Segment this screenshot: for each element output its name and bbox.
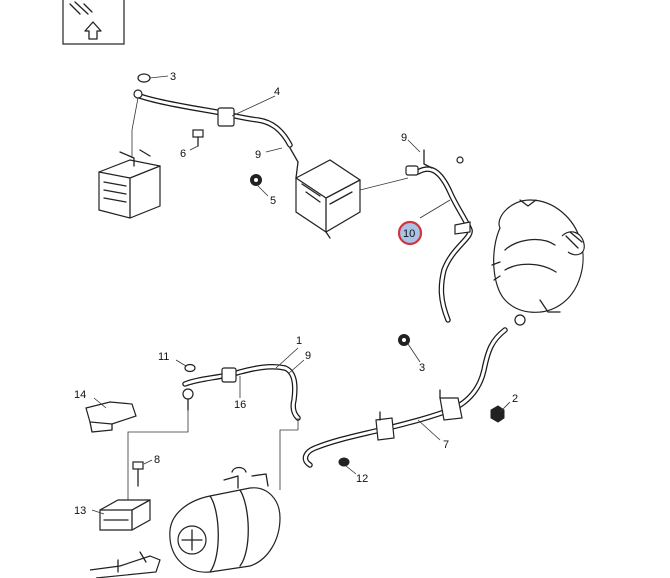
callout-3-middle: 3 bbox=[419, 362, 425, 374]
callout-13: 13 bbox=[74, 505, 86, 517]
orientation-box bbox=[62, 0, 125, 45]
callout-4: 4 bbox=[274, 86, 280, 98]
callout-3-top: 3 bbox=[170, 71, 176, 83]
grommet-5 bbox=[250, 174, 262, 186]
callout-16: 16 bbox=[234, 399, 246, 411]
bolt-6 bbox=[192, 129, 204, 147]
bracket-14 bbox=[85, 401, 137, 433]
callout-7: 7 bbox=[443, 439, 449, 451]
callout-9-lower: 9 bbox=[305, 350, 311, 362]
callout-5: 5 bbox=[270, 195, 276, 207]
callout-9-upper-left: 9 bbox=[255, 149, 261, 161]
harness-10 bbox=[405, 149, 473, 323]
nut-2 bbox=[490, 405, 505, 423]
callout-11: 11 bbox=[158, 351, 169, 363]
bracket-lower-left bbox=[89, 551, 161, 578]
clip-12 bbox=[338, 457, 350, 467]
callout-6: 6 bbox=[180, 148, 186, 160]
starter-motor bbox=[169, 466, 281, 573]
control-module-left bbox=[98, 149, 161, 219]
clip-11 bbox=[184, 363, 196, 373]
grommet-3-middle bbox=[398, 334, 410, 346]
callout-12: 12 bbox=[356, 473, 368, 485]
callout-9-upper-right: 9 bbox=[401, 132, 407, 144]
callout-14: 14 bbox=[74, 389, 86, 401]
callout-10: 10 bbox=[403, 228, 415, 240]
harness-1 bbox=[182, 364, 301, 490]
callout-8: 8 bbox=[154, 454, 160, 466]
callout-2: 2 bbox=[512, 393, 518, 405]
control-module-center bbox=[289, 147, 361, 239]
clip-3-top bbox=[137, 73, 151, 83]
harness-7 bbox=[302, 327, 508, 468]
alternator bbox=[491, 199, 585, 326]
callout-1: 1 bbox=[296, 335, 302, 347]
arrow-up-icon bbox=[84, 21, 102, 40]
harness-4 bbox=[131, 89, 293, 158]
bolt-8 bbox=[132, 461, 144, 487]
bracket-13 bbox=[99, 499, 151, 531]
highlight-ring-10 bbox=[397, 220, 423, 246]
